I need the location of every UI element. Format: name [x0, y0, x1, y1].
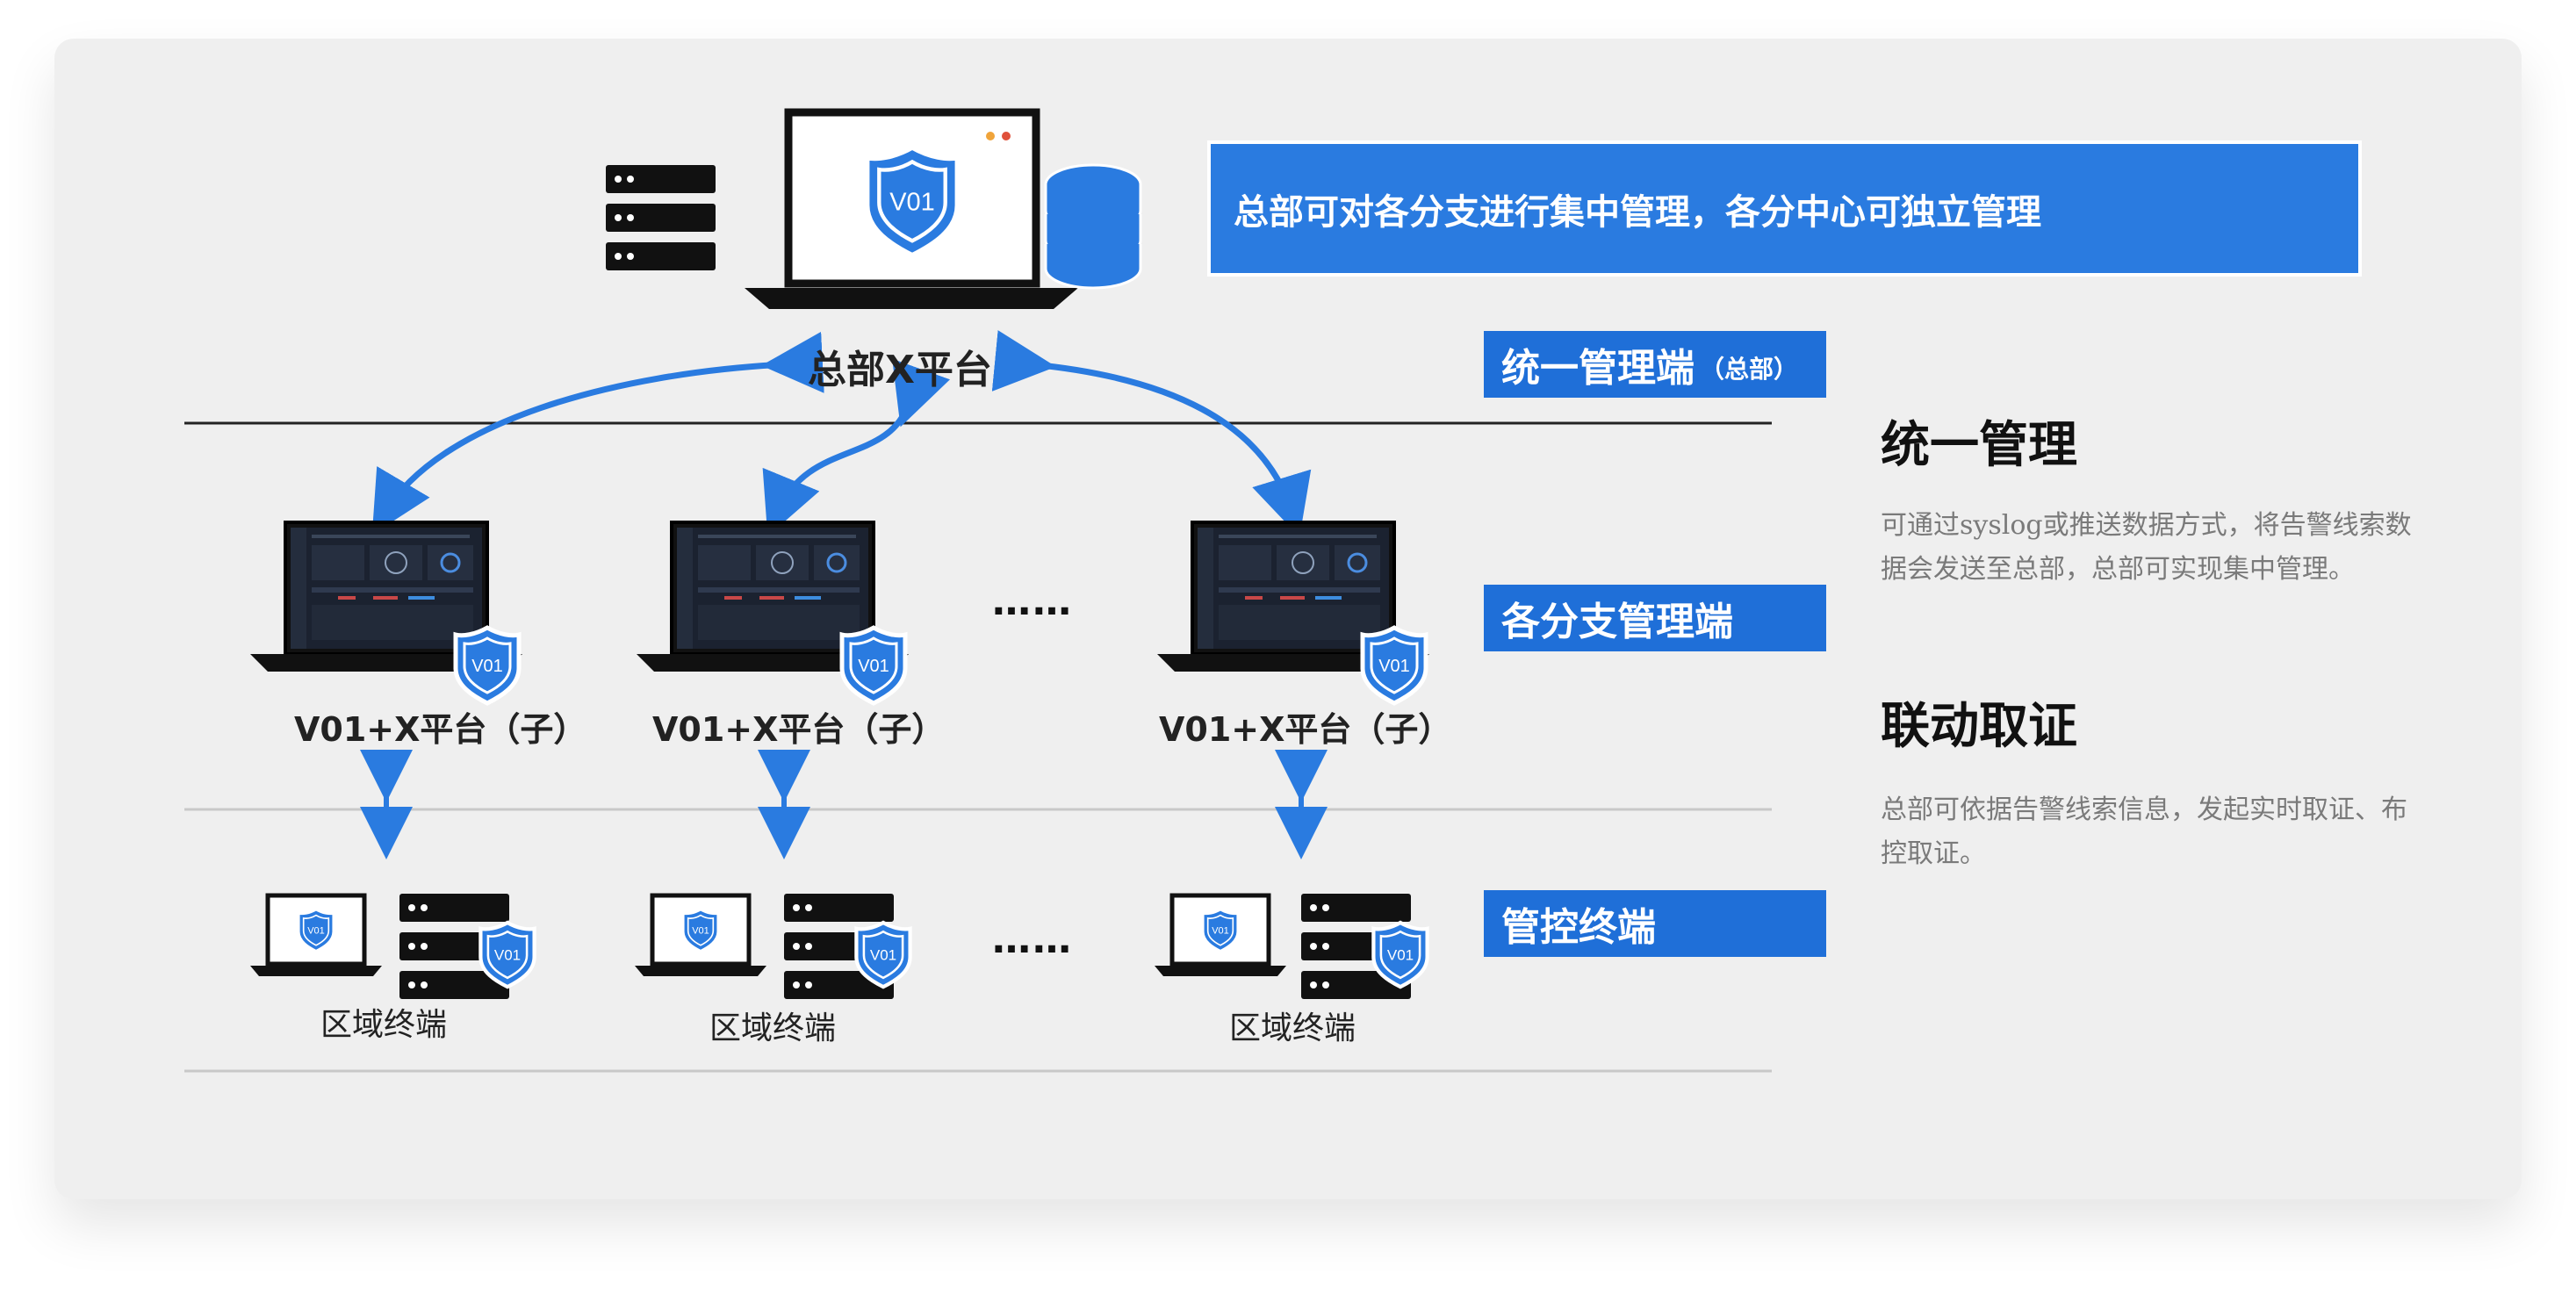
- side-title-forensics: 联动取证: [1881, 698, 2077, 755]
- side-title-unified: 统一管理: [1881, 417, 2077, 474]
- terminal-group-2: [635, 894, 910, 999]
- banner-text: 总部可对各分支进行集中管理，各分中心可独立管理: [1234, 191, 2041, 233]
- tag-terminal-text: 管控终端: [1501, 905, 1656, 950]
- branch-label-2: V01+X平台（子）: [652, 710, 946, 749]
- terminal-label-1: 区域终端: [320, 1007, 448, 1043]
- tag-terminal: 管控终端: [1484, 890, 1826, 957]
- terminal-label-3: 区域终端: [1229, 1010, 1356, 1046]
- branch-laptop-2: [635, 521, 910, 703]
- ellipsis-terminals: ……: [992, 917, 1073, 962]
- tag-branch-management: 各分支管理端: [1484, 585, 1826, 651]
- terminal-group-1: [250, 894, 535, 999]
- server-rack-icon: [606, 165, 716, 270]
- hq-platform-label: 总部X平台: [808, 348, 992, 392]
- branch-laptop-3: [1155, 521, 1431, 703]
- ellipsis-branches: ……: [992, 579, 1073, 624]
- side-desc-forensics: 总部可依据告警线索信息，发起实时取证、布控取证。: [1881, 794, 2407, 869]
- terminal-group-3: [1155, 894, 1428, 999]
- side-desc-unified: 可通过syslog或推送数据方式，将告警线索数据会发送至总部，总部可实现集中管理…: [1881, 510, 2412, 585]
- branch-laptop-1: [248, 521, 524, 703]
- database-icon: [1044, 163, 1142, 290]
- branch-label-1: V01+X平台（子）: [294, 710, 587, 749]
- tag-unified-management: 统一管理端（总部）: [1484, 331, 1826, 398]
- terminal-label-2: 区域终端: [709, 1010, 837, 1046]
- arrow-hq-branch-3: [991, 330, 1312, 537]
- arrow-hq-branch-2: [762, 358, 951, 536]
- headline-banner: 总部可对各分支进行集中管理，各分中心可独立管理: [1207, 140, 2362, 277]
- tag-branch-text: 各分支管理端: [1501, 600, 1733, 644]
- tag-unified-sub: （总部）: [1700, 355, 1799, 384]
- arrow-hq-branch-1: [371, 331, 824, 536]
- tag-unified-text: 统一管理端: [1501, 346, 1695, 391]
- hq-laptop-icon: [745, 108, 1078, 309]
- branch-label-3: V01+X平台（子）: [1159, 710, 1452, 749]
